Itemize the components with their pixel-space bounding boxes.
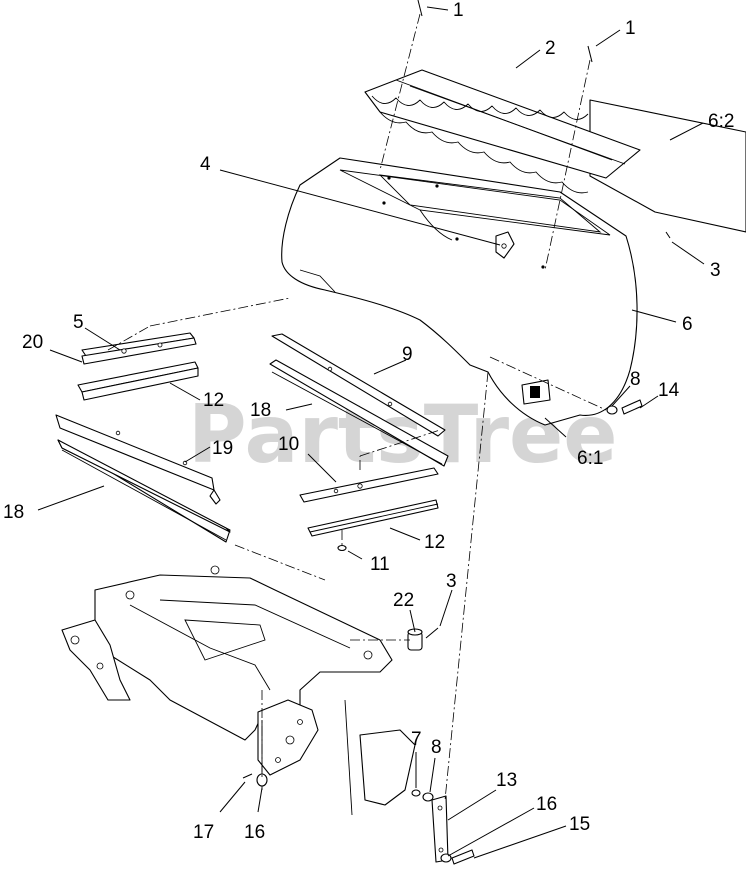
callout-22: 22: [393, 590, 414, 611]
part-19-bracket: [55, 414, 221, 505]
part-20-bracket: [81, 332, 197, 365]
callout-13: 13: [496, 770, 517, 791]
frame-assembly: [61, 565, 416, 816]
callout-9: 9: [402, 344, 413, 365]
callout-20: 20: [22, 332, 43, 353]
callout-18: 18: [3, 502, 24, 523]
part-22-bushing: [407, 628, 423, 651]
part-13-hinge: [431, 795, 449, 863]
part-12-rail-right: [307, 499, 439, 537]
part-12-rail-left: [77, 361, 199, 401]
part-18-rail-right: [269, 359, 449, 467]
callout-1: 1: [625, 18, 636, 39]
callout-12: 12: [424, 532, 445, 553]
callout-1: 1: [453, 0, 464, 21]
callout-4: 4: [200, 154, 211, 175]
callout-3: 3: [710, 260, 721, 281]
callout-11: 11: [370, 554, 390, 575]
callout-8: 8: [431, 737, 442, 758]
callout-6: 6: [682, 314, 693, 335]
callout-5: 5: [73, 312, 84, 333]
part-6-hood: [281, 157, 638, 426]
leader-lines: [37, 6, 705, 859]
callout-labels: 1 1 2 6:2 4 3 5 6 20 9 8 14 12 18 19 10 …: [3, 0, 734, 843]
callout-18: 18: [250, 400, 271, 421]
part-18-rail-left: [57, 439, 231, 543]
callout-7: 7: [411, 729, 422, 750]
part-4-latch: [495, 231, 515, 259]
part-2-corrugated-panel: [364, 69, 641, 194]
callout-6-1: 6:1: [577, 448, 603, 469]
part-3-screw: [425, 231, 671, 639]
callout-17: 17: [193, 822, 214, 843]
part-6-1-decal: [521, 379, 551, 405]
callout-19: 19: [212, 438, 233, 459]
callout-6-2: 6:2: [708, 111, 734, 132]
callout-16: 16: [244, 822, 265, 843]
callout-15: 15: [569, 814, 590, 835]
callout-8: 8: [630, 369, 641, 390]
part-10-bracket: [299, 467, 439, 503]
part-11-nut: [337, 544, 347, 552]
callout-3: 3: [446, 571, 457, 592]
callout-10: 10: [278, 434, 299, 455]
callout-12: 12: [203, 390, 224, 411]
part-9-rail: [271, 333, 446, 437]
callout-16: 16: [536, 794, 557, 815]
callout-14: 14: [658, 380, 680, 401]
assembly-dash-lines: [107, 13, 607, 801]
part-1-screw: [417, 0, 593, 63]
callout-2: 2: [545, 38, 556, 59]
